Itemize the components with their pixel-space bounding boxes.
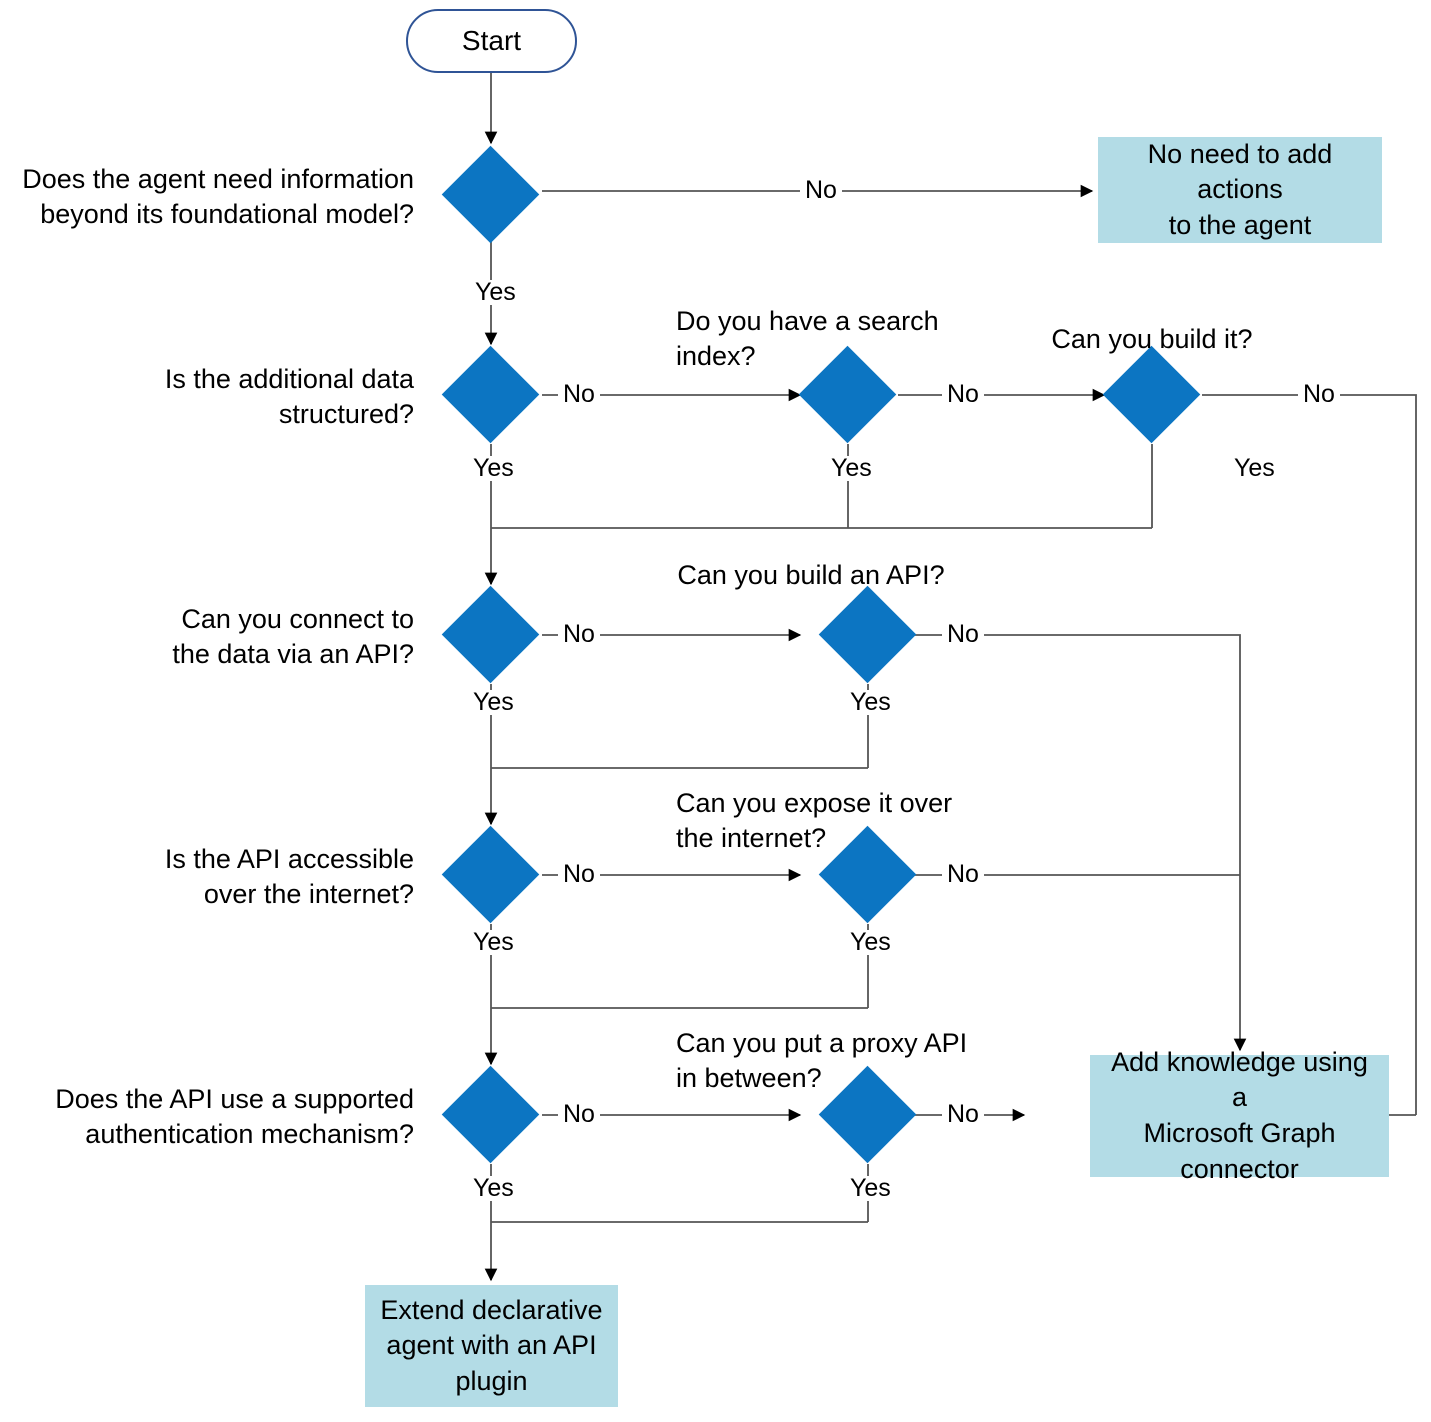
edge-label-d2b-yes: Yes bbox=[826, 456, 877, 481]
question-needs-information: Does the agent need information beyond i… bbox=[22, 164, 414, 230]
outcome-line: Add knowledge using a bbox=[1111, 1046, 1368, 1113]
edge-label-d4b-no: No bbox=[942, 862, 984, 887]
decision-can-build-api[interactable] bbox=[818, 585, 917, 684]
edge-label-d3b-no: No bbox=[942, 622, 984, 647]
edge-label-d1-no: No bbox=[800, 178, 842, 203]
outcome-line: agent with an API bbox=[386, 1330, 597, 1361]
question-can-build-index: Can you build it? bbox=[1051, 324, 1253, 354]
edge-label-d5-no: No bbox=[558, 1102, 600, 1127]
question-supported-auth: Does the API use a supported authenticat… bbox=[55, 1084, 414, 1150]
decision-needs-information[interactable] bbox=[441, 145, 540, 244]
edge-label-d4b-yes: Yes bbox=[845, 930, 896, 955]
edge-label-d3-yes: Yes bbox=[468, 690, 519, 715]
question-have-search-index: Do you have a search index? bbox=[676, 306, 939, 372]
question-can-build-api: Can you build an API? bbox=[677, 560, 945, 590]
start-terminator[interactable]: Start bbox=[406, 9, 577, 73]
edge-label-d3-no: No bbox=[558, 622, 600, 647]
edge-label-d2b-no: No bbox=[942, 382, 984, 407]
outcome-line: No need to add actions bbox=[1147, 138, 1333, 205]
question-connect-via-api: Can you connect to the data via an API? bbox=[172, 604, 414, 670]
edge-label-d5b-yes: Yes bbox=[845, 1176, 896, 1201]
decision-connect-via-api[interactable] bbox=[441, 585, 540, 684]
edge-label-d2-no: No bbox=[558, 382, 600, 407]
edge-label-d4-yes: Yes bbox=[468, 930, 519, 955]
decision-api-accessible-internet[interactable] bbox=[441, 825, 540, 924]
edge-label-d2c-yes: Yes bbox=[1229, 456, 1280, 481]
start-label: Start bbox=[461, 24, 522, 56]
edge-label-d2c-no: No bbox=[1298, 382, 1340, 407]
edge-label-d5-yes: Yes bbox=[468, 1176, 519, 1201]
decision-data-structured[interactable] bbox=[441, 345, 540, 444]
question-can-expose-internet: Can you expose it over the internet? bbox=[676, 788, 953, 854]
outcome-line: Extend declarative bbox=[380, 1294, 603, 1325]
outcome-no-actions-needed[interactable]: No need to add actions to the agent bbox=[1098, 137, 1382, 243]
outcome-line: connector bbox=[1180, 1153, 1299, 1184]
edge-label-d5b-no: No bbox=[942, 1102, 984, 1127]
outcome-line: plugin bbox=[455, 1365, 528, 1396]
edge-label-d1-yes: Yes bbox=[470, 280, 521, 305]
decision-supported-auth[interactable] bbox=[441, 1065, 540, 1164]
edge-label-d3b-yes: Yes bbox=[845, 690, 896, 715]
outcome-api-plugin[interactable]: Extend declarative agent with an API plu… bbox=[365, 1285, 618, 1407]
question-api-accessible-internet: Is the API accessible over the internet? bbox=[164, 844, 414, 910]
outcome-line: Microsoft Graph bbox=[1143, 1118, 1336, 1148]
outcome-line: to the agent bbox=[1168, 209, 1312, 240]
edge-label-d2-yes: Yes bbox=[468, 456, 519, 481]
decision-can-build-index[interactable] bbox=[1102, 345, 1201, 444]
outcome-graph-connector[interactable]: Add knowledge using a Microsoft Graph co… bbox=[1090, 1047, 1389, 1184]
question-proxy-api: Can you put a proxy API in between? bbox=[676, 1028, 968, 1094]
edge-label-d4-no: No bbox=[558, 862, 600, 887]
question-data-structured: Is the additional data structured? bbox=[164, 364, 414, 430]
